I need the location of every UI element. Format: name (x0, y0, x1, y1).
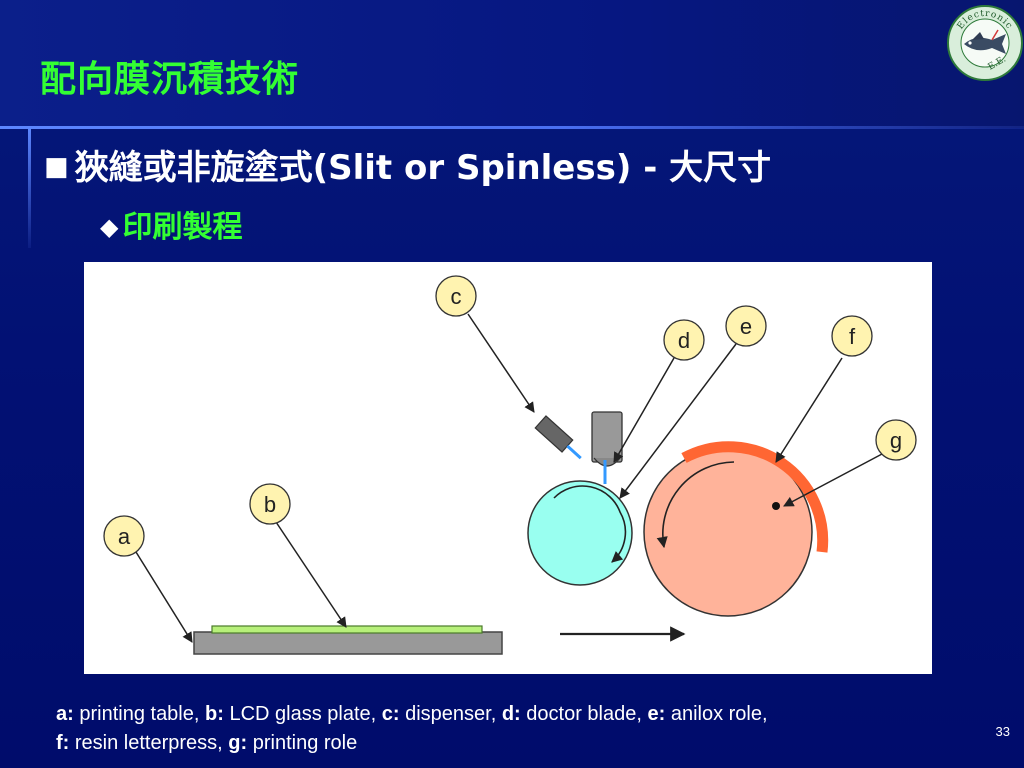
label-f-text: f (849, 324, 856, 349)
caption-text-d: doctor blade, (520, 703, 648, 725)
dispenser (534, 415, 582, 460)
label-c-text: c (451, 284, 462, 309)
leader-g (783, 453, 883, 507)
label-g-text: g (890, 428, 902, 453)
caption-text-e: anilox role, (665, 703, 768, 725)
bullet-level1-text: 狹縫或非旋塗式(Slit or Spinless) - 大尺寸 (74, 148, 772, 188)
fish-emblem-icon (964, 29, 1006, 54)
vertical-accent-line (28, 128, 31, 248)
page-number: 33 (995, 724, 1010, 739)
caption-key-b: b: (205, 703, 224, 725)
label-d-text: d (678, 328, 690, 353)
title-divider (0, 126, 1024, 129)
leader-a (135, 551, 193, 643)
label-b: b (249, 483, 291, 525)
square-bullet-icon: ■ (44, 152, 69, 182)
leader-e (619, 343, 737, 499)
label-g: g (875, 419, 917, 461)
logo-icon: Electronic E.E. (947, 5, 1023, 81)
caption-text-b: LCD glass plate, (223, 703, 382, 725)
label-a: a (103, 515, 145, 557)
printing-roll-center (772, 502, 780, 510)
bullet-level2: ◆印刷製程 (100, 202, 242, 246)
leader-b (275, 521, 347, 628)
label-b-text: b (264, 492, 276, 517)
legend-caption: a: printing table, b: LCD glass plate, c… (56, 700, 986, 758)
anilox-roll (527, 480, 633, 586)
caption-key-c: c: (381, 703, 400, 725)
caption-text-g: printing role (247, 732, 358, 754)
bullet-level2-text: 印刷製程 (122, 210, 243, 245)
bullet-level1: ■狹縫或非旋塗式(Slit or Spinless) - 大尺寸 (44, 140, 771, 189)
leader-c (467, 313, 535, 413)
diagram-canvas: a b c d e f g (103, 275, 917, 655)
slide-title: 配向膜沉積技術 (40, 59, 300, 100)
printing-process-diagram: a b c d e f g (84, 262, 932, 674)
title-band (0, 0, 1024, 128)
caption-text-a: printing table, (73, 703, 205, 725)
caption-text-c: dispenser, (399, 703, 502, 725)
caption-key-d: d: (501, 703, 521, 725)
resin-letterpress (681, 441, 829, 553)
anilox-rotation-arrow (553, 485, 627, 563)
label-c: c (435, 275, 477, 317)
printing-table (193, 631, 503, 655)
caption-key-g: g: (228, 732, 248, 754)
caption-key-f: f: (56, 732, 70, 754)
label-e: e (725, 305, 767, 347)
label-d: d (663, 319, 705, 361)
caption-text-f: resin letterpress, (69, 732, 229, 754)
label-e-text: e (740, 314, 752, 339)
diamond-bullet-icon: ◆ (100, 213, 119, 241)
printing-rotation-arrow (656, 461, 735, 549)
label-f: f (831, 315, 873, 357)
glass-plate (211, 625, 483, 634)
leader-d (613, 357, 675, 463)
caption-key-a: a: (56, 703, 74, 725)
caption-key-e: e: (647, 703, 666, 725)
label-a-text: a (118, 524, 131, 549)
leader-f (775, 357, 843, 463)
